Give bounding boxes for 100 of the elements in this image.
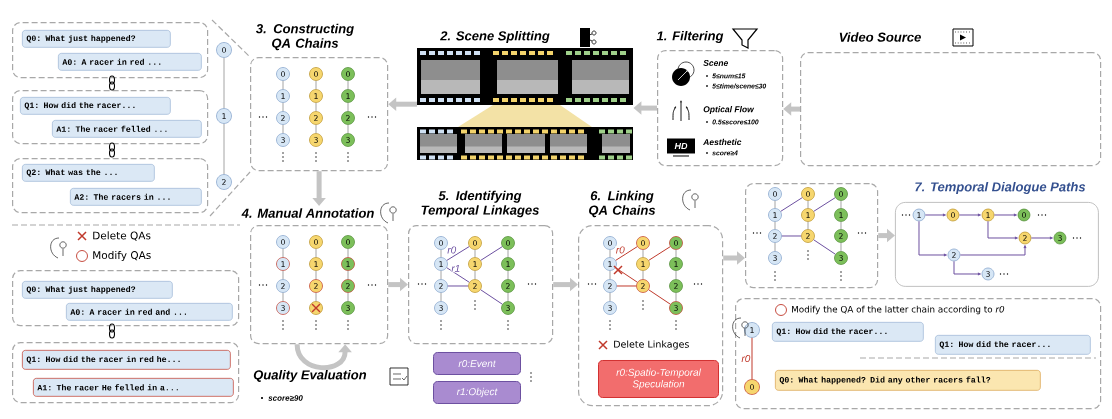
edge-label: r1 (450, 264, 461, 273)
dashed-box (12, 158, 209, 214)
arrow (958, 213, 981, 217)
dashed-panel (745, 183, 879, 289)
connector-line (648, 246, 671, 261)
connector-line (807, 200, 809, 209)
speech-bubble: Q1: How did the racer in red he... (22, 350, 231, 370)
connector-line (774, 221, 776, 230)
legend-item: Modify QAs (76, 250, 151, 262)
deleted-node (309, 301, 323, 315)
connector-line (347, 292, 349, 302)
connector-line (347, 124, 349, 134)
connector-line (616, 285, 637, 287)
connector-line (446, 246, 470, 261)
speech-bubble: Q0: What just happened? (22, 281, 173, 299)
dashed-box (12, 270, 240, 327)
connector-line (480, 246, 503, 261)
connector-line (315, 292, 317, 302)
dashed-box (12, 22, 209, 79)
speech-bubble: A1: The racer felled ... (52, 120, 202, 138)
speech-bubble: A0: A racer in red ... (58, 53, 202, 71)
connector-line (609, 249, 611, 258)
connector-line (440, 270, 442, 280)
connector-line (840, 221, 842, 230)
panel-title: 3. Constructing QA Chains (256, 23, 354, 51)
speech-bubble: Q2: What was the ... (22, 164, 155, 182)
arrow (993, 213, 1017, 217)
connector-line (282, 102, 284, 112)
connector-line (807, 221, 809, 230)
connector-line (675, 270, 677, 280)
connector-line (347, 102, 349, 112)
connector-line (446, 267, 470, 283)
connector-line (282, 270, 284, 280)
relation-tag: r1:Object (433, 381, 521, 404)
connector-line (315, 248, 317, 258)
edge-label: r0 (615, 245, 626, 254)
connector-line (774, 200, 776, 209)
panel-title: 7. Temporal Dialogue Paths (915, 181, 1086, 195)
connector-line (840, 200, 842, 209)
connector-line (474, 270, 476, 280)
connector-line (347, 248, 349, 258)
connector-line (447, 285, 469, 287)
speech-bubble: Q0: What happened? Did any other racers fall? (775, 370, 1041, 391)
connector-line (780, 197, 803, 212)
speech-bubble: Q1: How did the racer... (20, 97, 171, 115)
connector-line (609, 270, 611, 280)
edge-label: r0 (446, 245, 457, 254)
criterion-title: Optical Flow (703, 106, 755, 114)
connector-line (507, 270, 509, 280)
connector-line (347, 80, 349, 90)
connector-line (223, 123, 225, 175)
panel-title: 5. Identifying Temporal Linkages (421, 190, 539, 218)
arrow (1030, 236, 1053, 240)
arrow (987, 220, 1018, 240)
connector-line (751, 337, 753, 380)
legend-item: Delete QAs (77, 231, 151, 241)
connector-line (781, 235, 802, 237)
panel-title: 4. Manual Annotation (241, 208, 374, 218)
connector-line (609, 292, 611, 302)
connector-line (507, 249, 509, 258)
dashed-box (12, 90, 209, 145)
relation-tag: r0:Event (433, 352, 521, 375)
connector-line (315, 124, 317, 134)
connector-line (813, 197, 836, 212)
arrow (959, 245, 1027, 256)
connector-line (223, 57, 225, 109)
connector-line (315, 270, 317, 280)
dashed-box (12, 342, 240, 404)
step-title: Quality Evaluation (253, 369, 367, 383)
connector-line (675, 249, 677, 258)
speech-bubble: A2: The racers in ... (70, 188, 202, 206)
panel-title: 6. Linking QA Chains (589, 190, 656, 218)
connector-line (840, 242, 842, 252)
connector-line (774, 242, 776, 252)
speech-bubble: A0: A racer in red and ... (66, 303, 233, 321)
criterion-title: Aesthetic (703, 138, 742, 146)
connector-line (282, 248, 284, 258)
connector-line (282, 292, 284, 302)
arrow (953, 260, 981, 276)
relation-tag: r0:Spatio-Temporal Speculation (598, 360, 719, 398)
arrow (918, 220, 947, 257)
speech-bubble: Q0: What just happened? (22, 30, 171, 48)
panel-title: 2. Scene Splitting (440, 30, 550, 44)
connector-line (615, 246, 638, 261)
connector-line (474, 249, 476, 258)
speech-bubble: Q1: How did the racer... (935, 335, 1091, 355)
connector-line (315, 80, 317, 90)
connector-line (675, 292, 677, 302)
panel-title: 1. Filtering (656, 30, 724, 44)
edge-label: r0 (740, 354, 751, 363)
connector-line (440, 249, 442, 258)
connector-line (282, 124, 284, 134)
criterion-text: score≥90 (261, 395, 303, 401)
connector-line (347, 270, 349, 280)
panel-title: Video Source (839, 32, 921, 42)
connector-line (648, 289, 671, 305)
note-text: Modify the QA of the latter chain according to r0 (775, 304, 1005, 316)
criterion-title: Scene (703, 60, 728, 66)
connector-line (642, 270, 644, 280)
connector-line (642, 249, 644, 258)
